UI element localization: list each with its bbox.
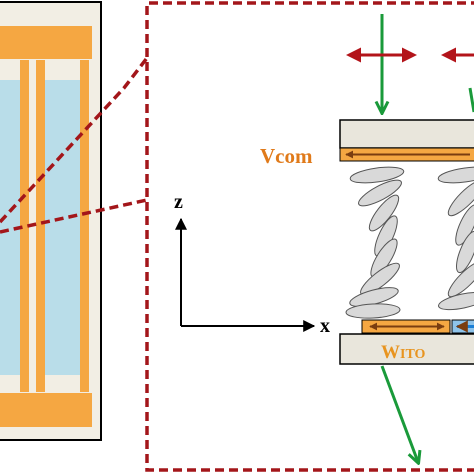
lc-channel-left [0,80,20,375]
lc-channel-middle [45,80,80,375]
lc-molecule [349,166,405,184]
incident-light-arrow-2 [468,87,474,113]
electrode-finger-1 [20,60,29,392]
lc-molecule [368,194,400,232]
z-axis-label: z [174,191,183,213]
zoom-line-top [0,56,149,224]
x-axis-label: x [320,315,330,337]
lc-molecule [358,179,402,207]
zoom-line-bottom [0,198,148,234]
bottom-substrate [339,319,474,365]
lc-molecules [345,166,474,319]
lc-molecule [438,291,474,311]
zoom-frame [145,1,474,472]
lc-molecule [345,303,401,319]
zoom-lines [0,56,149,234]
top-glass [339,119,474,149]
wito-label-sub: ITO [400,347,426,362]
vcom-label: Vcom [260,144,313,168]
electrode-panel [0,1,102,441]
transmitted-light-arrow [380,365,418,462]
electrode-finger-2 [36,60,45,392]
wito-label: WITO [381,342,426,363]
lc-molecule [447,260,474,298]
wito-label-w: W [381,342,400,363]
lc-molecule [437,166,474,184]
electrode-finger-3 [80,60,89,392]
lc-molecule [456,230,474,274]
lc-molecule [455,204,474,246]
coordinate-axes: z x [174,191,330,337]
lc-molecule [447,179,474,217]
incident-light [346,14,474,113]
top-substrate [339,119,474,162]
bottom-bus-electrode [0,393,92,427]
bottom-glass [339,333,474,365]
top-bus-electrode [0,26,92,59]
